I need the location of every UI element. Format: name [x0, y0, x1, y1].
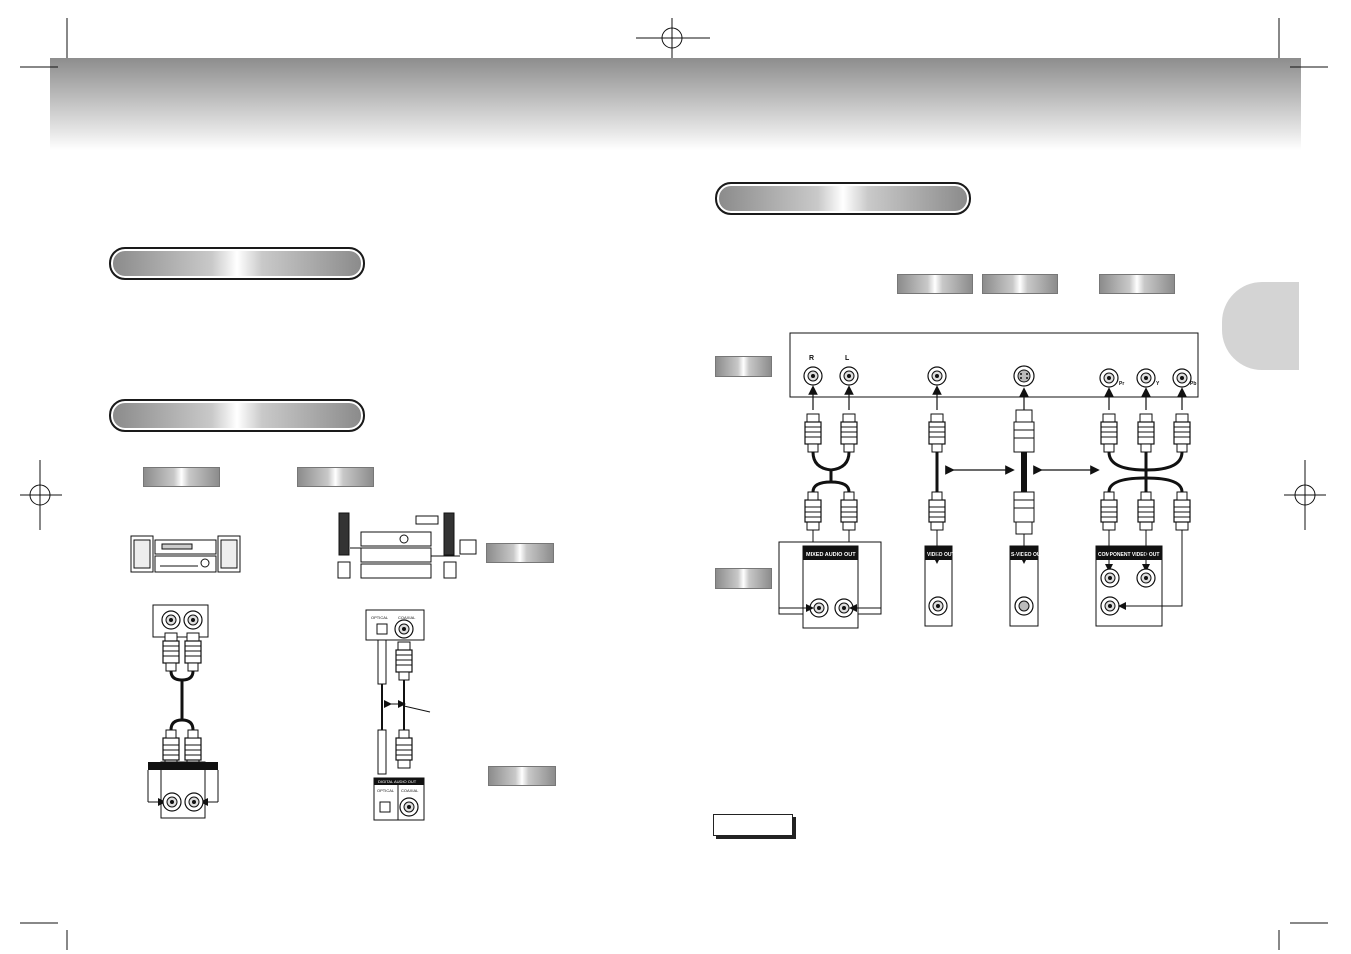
tv-jack-pr-label: Pr: [1119, 381, 1124, 387]
optical-label: OPTICAL: [377, 788, 395, 793]
stereo-system-illustration: [130, 535, 241, 573]
tv-jack-pb-label: Pb: [1190, 381, 1196, 387]
amplifier-digital-input-panel: OPTICAL COAXIAL: [365, 609, 425, 641]
tv-component-cable: [1100, 413, 1191, 531]
stereo-audio-cable: [162, 632, 202, 769]
player-component-video-out-panel: COMPONENT VIDEO OUT: [1095, 530, 1183, 627]
tv-s-video-cable: [1013, 409, 1035, 535]
svg-text:OPTICAL: OPTICAL: [371, 615, 389, 620]
svg-text:COAXIAL: COAXIAL: [398, 615, 416, 620]
chapter-tab: [1222, 282, 1299, 370]
note-box: [713, 814, 793, 836]
player-audio-out-panel: [147, 761, 219, 819]
s-video-out-label: S-VIDEO OUT: [1011, 552, 1044, 558]
crop-marks: [20, 18, 1328, 950]
tv-video-cable: [928, 413, 946, 531]
player-mixed-audio-out-panel: MIXED AUDIO OUT: [778, 530, 882, 629]
player-digital-out-panel: DIGITAL AUDIO OUT OPTICAL COAXIAL: [373, 777, 425, 821]
tv-input-panel: R L Pr Y Pb: [789, 332, 1199, 398]
digital-audio-cables: [377, 639, 431, 775]
component-video-out-label: COMPONENT VIDEO OUT: [1098, 552, 1159, 558]
tv-audio-cable: [804, 413, 858, 531]
label-box-amplifier: [297, 467, 374, 487]
coaxial-label: COAXIAL: [401, 788, 419, 793]
section-heading-left-2: [109, 399, 365, 432]
tv-jack-y-label: Y: [1156, 381, 1160, 387]
label-box-player-side: [488, 766, 556, 786]
tv-jack-r-label: R: [809, 355, 814, 362]
tv-jack-l-label: L: [845, 355, 850, 362]
video-out-label: VIDEO OUT: [927, 552, 955, 558]
section-heading-left-1: [109, 247, 365, 280]
label-box-amp-side: [486, 543, 554, 563]
tv-arrows: [808, 385, 1187, 410]
section-heading-right: [715, 182, 971, 215]
label-box-option-1: [897, 274, 973, 294]
mixed-audio-out-label: MIXED AUDIO OUT: [806, 552, 856, 558]
stereo-input-panel: [152, 604, 209, 638]
player-video-out-panel: VIDEO OUT: [924, 530, 955, 627]
label-box-audio-system: [143, 467, 220, 487]
amplifier-illustration: [337, 512, 477, 579]
label-box-option-3: [1099, 274, 1175, 294]
digital-audio-out-label: DIGITAL AUDIO OUT: [378, 779, 417, 784]
player-s-video-out-panel: S-VIDEO OUT: [1009, 534, 1044, 627]
header-band: [50, 58, 1301, 150]
label-box-option-2: [982, 274, 1058, 294]
label-box-dvd: [715, 568, 772, 589]
label-box-tv: [715, 356, 772, 377]
